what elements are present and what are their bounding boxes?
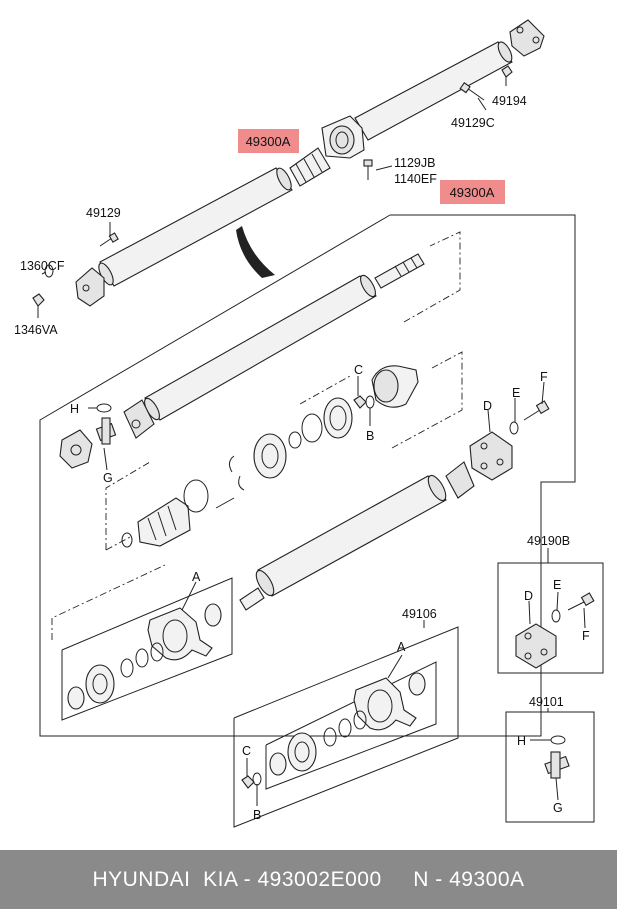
kit-49190b-parts (515, 592, 595, 669)
kit-49101-parts (544, 735, 570, 779)
label-e1: E (512, 386, 520, 400)
label-49101: 49101 (529, 695, 564, 709)
label-h2: H (517, 734, 526, 748)
center-bearing-group (67, 603, 222, 710)
kit-49106-frame (233, 626, 459, 828)
label-b1: B (366, 429, 374, 443)
label-1140ef: 1140EF (394, 172, 437, 186)
label-g1: G (103, 471, 113, 485)
label-g2: G (553, 801, 563, 815)
exploded-front-shaft (123, 253, 425, 439)
label-49300a-mid: 49300A (450, 185, 495, 200)
assembled-propeller-shaft (75, 19, 545, 307)
label-49194: 49194 (492, 94, 527, 108)
label-1360cf: 1360CF (20, 259, 65, 273)
kit-49190b-frame (497, 562, 604, 674)
label-c2: C (242, 744, 251, 758)
exploded-rear-shaft (239, 400, 550, 611)
label-a1: A (192, 570, 201, 584)
exploded-view-frame (39, 214, 576, 737)
label-49129: 49129 (86, 206, 121, 220)
label-1129jb: 1129JB (394, 156, 435, 170)
label-49106: 49106 (402, 607, 437, 621)
label-f1: F (540, 370, 548, 384)
label-49190b: 49190B (527, 534, 570, 548)
highlight-top (238, 129, 299, 153)
footer-part-number: HYUNDAI KIA - 493002E000 N - 49300A (92, 867, 525, 891)
footer-bar: HYUNDAI KIA - 493002E000 N - 49300A (0, 850, 617, 909)
top-hardware (32, 65, 513, 307)
label-b2: B (253, 808, 261, 822)
label-c1: C (354, 363, 363, 377)
highlight-mid (440, 180, 505, 204)
cv-joint-parts (121, 365, 419, 548)
label-49300a-top: 49300A (246, 134, 291, 149)
label-49129c: 49129C (451, 116, 495, 130)
label-d2: D (524, 589, 533, 603)
label-1346va: 1346VA (14, 323, 58, 337)
leader-lines (37, 76, 586, 806)
label-e2: E (553, 578, 561, 592)
kit-49106-parts (241, 672, 426, 789)
parts-diagram: 49300A 49300A 49194 49129C 1129JB 1140EF… (14, 19, 604, 828)
label-a2: A (397, 640, 406, 654)
front-flange-spider (59, 403, 117, 469)
explode-arrow (236, 226, 275, 278)
kit-49101-frame (505, 711, 595, 823)
label-d1: D (483, 399, 492, 413)
label-f2: F (582, 629, 590, 643)
label-h1: H (70, 402, 79, 416)
